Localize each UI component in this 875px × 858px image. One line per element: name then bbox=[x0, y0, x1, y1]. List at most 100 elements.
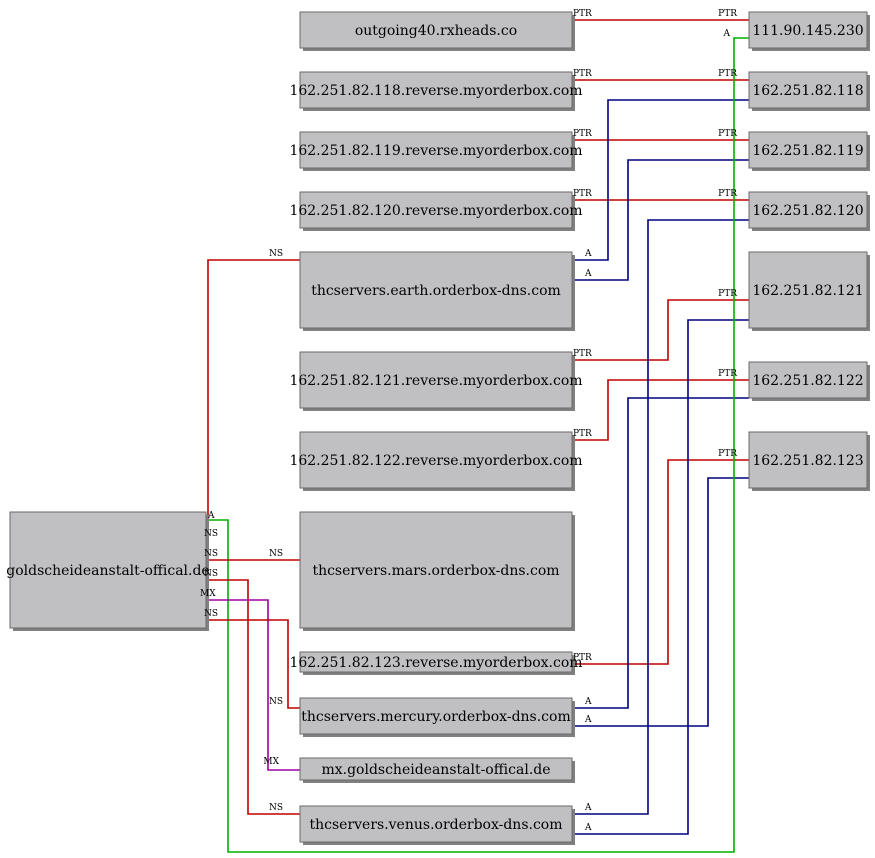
node-box bbox=[299, 805, 573, 843]
node-box bbox=[299, 351, 573, 409]
node-box bbox=[748, 11, 868, 49]
node-label: 111.90.145.230 bbox=[752, 23, 863, 39]
node-ip230[interactable]: 111.90.145.230 bbox=[748, 11, 870, 51]
node-label: mx.goldscheideanstalt-offical.de bbox=[321, 762, 550, 778]
edges-layer bbox=[196, 19, 749, 853]
edge-label-source: PTR bbox=[573, 349, 592, 359]
edge-a-earth-ip118 bbox=[573, 99, 749, 261]
node-domain[interactable]: goldscheideanstalt-offical.de bbox=[6, 511, 210, 631]
node-box bbox=[299, 131, 573, 169]
edge-label-target: PTR bbox=[718, 9, 737, 19]
node-rev123[interactable]: 162.251.82.123.reverse.myorderbox.com bbox=[289, 651, 583, 675]
node-label: 162.251.82.120 bbox=[752, 203, 863, 219]
edge-label-source: A bbox=[584, 249, 592, 259]
node-venus[interactable]: thcservers.venus.orderbox-dns.com bbox=[299, 805, 575, 845]
nodes-layer: goldscheideanstalt-offical.de outgoing40.… bbox=[6, 11, 870, 845]
node-box bbox=[299, 191, 573, 229]
node-label: 162.251.82.118 bbox=[752, 83, 863, 99]
edge-label-target: MX bbox=[263, 757, 279, 767]
node-label: 162.251.82.122 bbox=[752, 373, 863, 389]
node-rev120[interactable]: 162.251.82.120.reverse.myorderbox.com bbox=[289, 191, 583, 231]
edge-label-source: A bbox=[584, 823, 592, 833]
node-label: goldscheideanstalt-offical.de bbox=[6, 563, 209, 579]
node-label: 162.251.82.122.reverse.myorderbox.com bbox=[289, 453, 582, 469]
edge-label-target: PTR bbox=[718, 289, 737, 299]
node-label: 162.251.82.119.reverse.myorderbox.com bbox=[289, 143, 582, 159]
node-label: thcservers.earth.orderbox-dns.com bbox=[311, 283, 561, 299]
node-mx[interactable]: mx.goldscheideanstalt-offical.de bbox=[299, 757, 575, 783]
node-box bbox=[299, 511, 573, 629]
edge-label-source: PTR bbox=[573, 69, 592, 79]
edge-a-earth-ip119 bbox=[573, 159, 749, 281]
edge-label-target: PTR bbox=[718, 449, 737, 459]
edge-label-target: PTR bbox=[718, 189, 737, 199]
node-label: 162.251.82.120.reverse.myorderbox.com bbox=[289, 203, 582, 219]
node-ip118[interactable]: 162.251.82.118 bbox=[748, 71, 870, 111]
node-box bbox=[299, 71, 573, 109]
node-label: outgoing40.rxheads.co bbox=[355, 23, 517, 39]
edge-label-source: A bbox=[584, 715, 592, 725]
node-label: 162.251.82.121.reverse.myorderbox.com bbox=[289, 373, 582, 389]
edge-label-source: MX bbox=[200, 589, 216, 599]
edge-label-target: A bbox=[723, 29, 731, 39]
edge-label-source: PTR bbox=[573, 653, 592, 663]
node-ip119[interactable]: 162.251.82.119 bbox=[748, 131, 870, 171]
node-ip120[interactable]: 162.251.82.120 bbox=[748, 191, 870, 231]
node-rev119[interactable]: 162.251.82.119.reverse.myorderbox.com bbox=[289, 131, 583, 171]
edge-label-source: PTR bbox=[573, 9, 592, 19]
node-outgoing40[interactable]: outgoing40.rxheads.co bbox=[299, 11, 575, 51]
node-box bbox=[299, 251, 573, 329]
edge-label-target: PTR bbox=[718, 69, 737, 79]
edge-label-source: A bbox=[584, 269, 592, 279]
edge-label-source: A bbox=[584, 803, 592, 813]
node-box bbox=[748, 431, 868, 489]
node-earth[interactable]: thcservers.earth.orderbox-dns.com bbox=[299, 251, 575, 331]
node-mars[interactable]: thcservers.mars.orderbox-dns.com bbox=[299, 511, 575, 631]
edge-a-domain-ip230 bbox=[196, 37, 749, 853]
node-box bbox=[299, 651, 573, 673]
edge-label-source: NS bbox=[204, 549, 218, 559]
node-ip122[interactable]: 162.251.82.122 bbox=[748, 361, 870, 401]
edge-label-source: NS bbox=[204, 569, 218, 579]
node-label: thcservers.mercury.orderbox-dns.com bbox=[301, 709, 570, 725]
edge-label-target: NS bbox=[269, 803, 283, 813]
edge-ptr-rev121-ip121 bbox=[573, 299, 749, 361]
edge-ns-domain-venus bbox=[196, 579, 300, 815]
edge-a-mercury-ip122 bbox=[573, 397, 749, 709]
node-box bbox=[299, 697, 573, 735]
edge-label-target: NS bbox=[269, 549, 283, 559]
node-label: thcservers.mars.orderbox-dns.com bbox=[312, 563, 559, 579]
node-box bbox=[299, 757, 573, 781]
node-label: 162.251.82.121 bbox=[752, 283, 863, 299]
edge-label-source: PTR bbox=[573, 189, 592, 199]
edge-a-mercury-ip123 bbox=[573, 477, 749, 727]
edge-a-venus-ip121 bbox=[573, 319, 749, 835]
node-box bbox=[748, 251, 868, 329]
node-ip121[interactable]: 162.251.82.121 bbox=[748, 251, 870, 331]
edge-label-source: NS bbox=[204, 529, 218, 539]
edge-ptr-rev122-ip122 bbox=[573, 379, 749, 441]
node-label: 162.251.82.123 bbox=[752, 453, 863, 469]
edge-label-source: A bbox=[207, 511, 215, 521]
edge-ns-domain-earth bbox=[196, 259, 300, 521]
node-rev121[interactable]: 162.251.82.121.reverse.myorderbox.com bbox=[289, 351, 583, 411]
edge-ns-domain-mercury bbox=[196, 619, 300, 709]
node-rev118[interactable]: 162.251.82.118.reverse.myorderbox.com bbox=[289, 71, 583, 111]
edge-label-target: NS bbox=[269, 249, 283, 259]
node-box bbox=[299, 11, 573, 49]
node-label: 162.251.82.118.reverse.myorderbox.com bbox=[289, 83, 582, 99]
node-box bbox=[748, 71, 868, 109]
node-label: 162.251.82.119 bbox=[752, 143, 863, 159]
edge-label-target: NS bbox=[269, 697, 283, 707]
node-rev122[interactable]: 162.251.82.122.reverse.myorderbox.com bbox=[289, 431, 583, 491]
edge-mx-domain-mx bbox=[196, 599, 300, 771]
node-mercury[interactable]: thcservers.mercury.orderbox-dns.com bbox=[299, 697, 575, 737]
node-ip123[interactable]: 162.251.82.123 bbox=[748, 431, 870, 491]
edge-a-venus-ip120 bbox=[573, 219, 749, 815]
node-box bbox=[9, 511, 207, 629]
node-box bbox=[748, 191, 868, 229]
edge-label-source: PTR bbox=[573, 429, 592, 439]
node-box bbox=[748, 361, 868, 399]
